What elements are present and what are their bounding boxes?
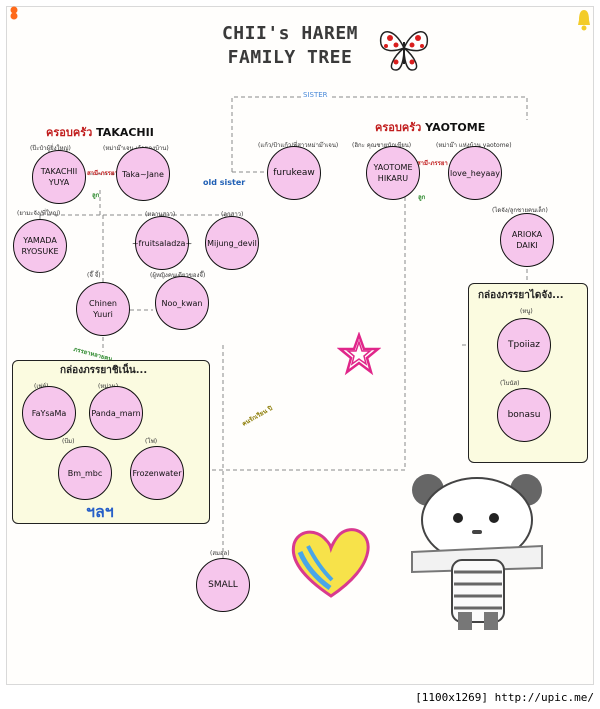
node-taka-jane-l1: Taka~Jane xyxy=(122,169,164,179)
node-frozenwater-l1: Frozenwater xyxy=(132,468,182,478)
node-fruitsaladza[interactable]: ~fruitsaladza~ xyxy=(131,216,193,270)
node-furukeaw-l1: furukeaw xyxy=(273,167,315,178)
node-yamada-l1: YAMADA xyxy=(23,236,57,245)
family-title-yaotome: ครอบครัว YAOTOME xyxy=(375,118,485,136)
node-chinen-l2: Yuuri xyxy=(93,310,113,319)
child-label-yaotome: ลูก xyxy=(418,194,426,201)
node-fruitsaladza-l1: ~fruitsaladza~ xyxy=(131,238,193,248)
node-yamada-l2: RYOSUKE xyxy=(21,247,59,256)
caption-fruitsaladza: (หลานสาว) xyxy=(145,211,176,218)
sister-label: SISTER xyxy=(301,91,330,99)
node-tpoiiaz[interactable]: Tpoiiaz xyxy=(497,318,551,372)
caption-furukeaw: (แก้ว/ป้าแก้ว/พี่สาวหม่าม๊าเจน) xyxy=(258,140,338,150)
title-line-1: CHII's HAREM xyxy=(221,23,359,44)
family-title-takachii-th: ครอบครัว xyxy=(46,126,93,139)
node-bm-mbc[interactable]: Bm_mbc xyxy=(58,446,112,500)
node-faysama-l1: FaYsaMa xyxy=(31,408,67,418)
node-panda-marn[interactable]: Panda_marn xyxy=(89,386,143,440)
daiki-wives-box-title: กล่องภรรยาไดจัง... xyxy=(478,290,564,301)
node-noo-kwan[interactable]: Noo_kwan xyxy=(155,276,209,330)
node-bonasu[interactable]: bonasu xyxy=(497,388,551,442)
orange-blob-icon xyxy=(10,6,18,20)
caption-bm-mbc: (บีม) xyxy=(62,438,75,445)
node-yaotome-hikaru-l1: YAOTOME xyxy=(373,163,413,172)
chinen-wives-box-title: กล่องภรรยาชิเน็น... xyxy=(60,365,148,376)
family-title-yaotome-th: ครอบครัว xyxy=(375,121,422,134)
butterfly-icon xyxy=(379,31,429,71)
node-mijung-devil[interactable]: Mijung_devil xyxy=(205,216,259,270)
caption-tpoiiaz: (หนู) xyxy=(520,308,533,315)
footer-bar: [1100x1269] http://upic.me/ xyxy=(0,688,600,709)
family-title-yaotome-en: YAOTOME xyxy=(425,121,486,134)
star-icon xyxy=(337,332,381,376)
caption-yamada: (ยามะจัง/พี่ใหญ่) xyxy=(17,210,61,217)
node-love-heyaay[interactable]: love_heyaay xyxy=(448,146,502,200)
node-takachii-yuya-l1: TAKACHII xyxy=(40,167,78,176)
page-title: CHII's HAREM FAMILY TREE xyxy=(200,22,380,70)
footer-watermark[interactable]: [1100x1269] http://upic.me/ xyxy=(415,691,594,704)
old-sister-label: old sister xyxy=(203,178,246,187)
spouse-label-yaotome: สามี-ภรรยา xyxy=(417,160,448,167)
node-bm-mbc-l1: Bm_mbc xyxy=(67,468,103,478)
node-small-l1: SMALL xyxy=(208,579,238,590)
panda-icon xyxy=(411,474,543,630)
node-love-heyaay-l1: love_heyaay xyxy=(449,168,501,178)
node-arioka-l2: DAIKI xyxy=(516,241,538,250)
node-tpoiiaz-l1: Tpoiiaz xyxy=(508,339,540,350)
spouse-label-takachii: สามี-ภรรยา xyxy=(87,170,118,177)
bell-icon xyxy=(578,10,590,31)
family-title-takachii: ครอบครัว TAKACHII xyxy=(46,123,154,141)
heart-icon xyxy=(291,528,370,598)
caption-noo-kwan: (ผู้หญิงคนเดียวของจี๊) xyxy=(150,270,205,280)
caption-love-heyaay: (หม่าม๊า แห่งบ้าน yaotome) xyxy=(436,142,512,149)
node-panda-marn-l1: Panda_marn xyxy=(91,408,141,418)
caption-yaotome-hikaru: (ฮิกะ คุณชายนักเขียน) xyxy=(352,142,412,149)
node-takachii-yuya[interactable]: TAKACHII YUYA xyxy=(32,150,86,204)
node-small[interactable]: SMALL xyxy=(196,558,250,612)
title-line-2: FAMILY TREE xyxy=(227,47,353,68)
node-arioka-l1: ARIOKA xyxy=(511,230,543,239)
caption-takachii-yuya: (ป๊ะป๋าผู้ยิ่งใหญ่) xyxy=(30,145,71,152)
node-frozenwater[interactable]: Frozenwater xyxy=(130,446,184,500)
caption-arioka: (ไดจัง/ลูกชายคนเล็ก) xyxy=(492,207,548,214)
node-mijung-l1: Mijung_devil xyxy=(207,238,257,248)
caption-mijung: (ลูกสาว) xyxy=(221,211,244,218)
node-furukeaw[interactable]: furukeaw xyxy=(267,146,321,200)
node-arioka-daiki[interactable]: ARIOKA DAIKI xyxy=(500,213,554,267)
node-takachii-yuya-l2: YUYA xyxy=(48,178,70,187)
node-yamada-ryosuke[interactable]: YAMADA RYOSUKE xyxy=(13,219,67,273)
node-bonasu-l1: bonasu xyxy=(507,409,541,420)
etc-label: ฯลฯ xyxy=(86,502,114,521)
caption-bonasu: (โบนัส) xyxy=(500,380,520,387)
node-faysama[interactable]: FaYsaMa xyxy=(22,386,76,440)
child-label-takachii: ลูก xyxy=(92,192,100,199)
caption-chinen: (จี๊ จี้) xyxy=(87,272,101,279)
node-taka-jane[interactable]: Taka~Jane xyxy=(116,147,170,201)
node-yaotome-hikaru[interactable]: YAOTOME HIKARU xyxy=(366,146,420,200)
node-yaotome-hikaru-l2: HIKARU xyxy=(377,174,409,183)
node-noo-kwan-l1: Noo_kwan xyxy=(161,298,203,308)
caption-small: (สมอล) xyxy=(210,550,230,557)
caption-frozenwater: (โฟ) xyxy=(145,438,158,445)
node-chinen-l1: Chinen xyxy=(89,299,117,308)
family-title-takachii-en: TAKACHII xyxy=(96,126,154,139)
